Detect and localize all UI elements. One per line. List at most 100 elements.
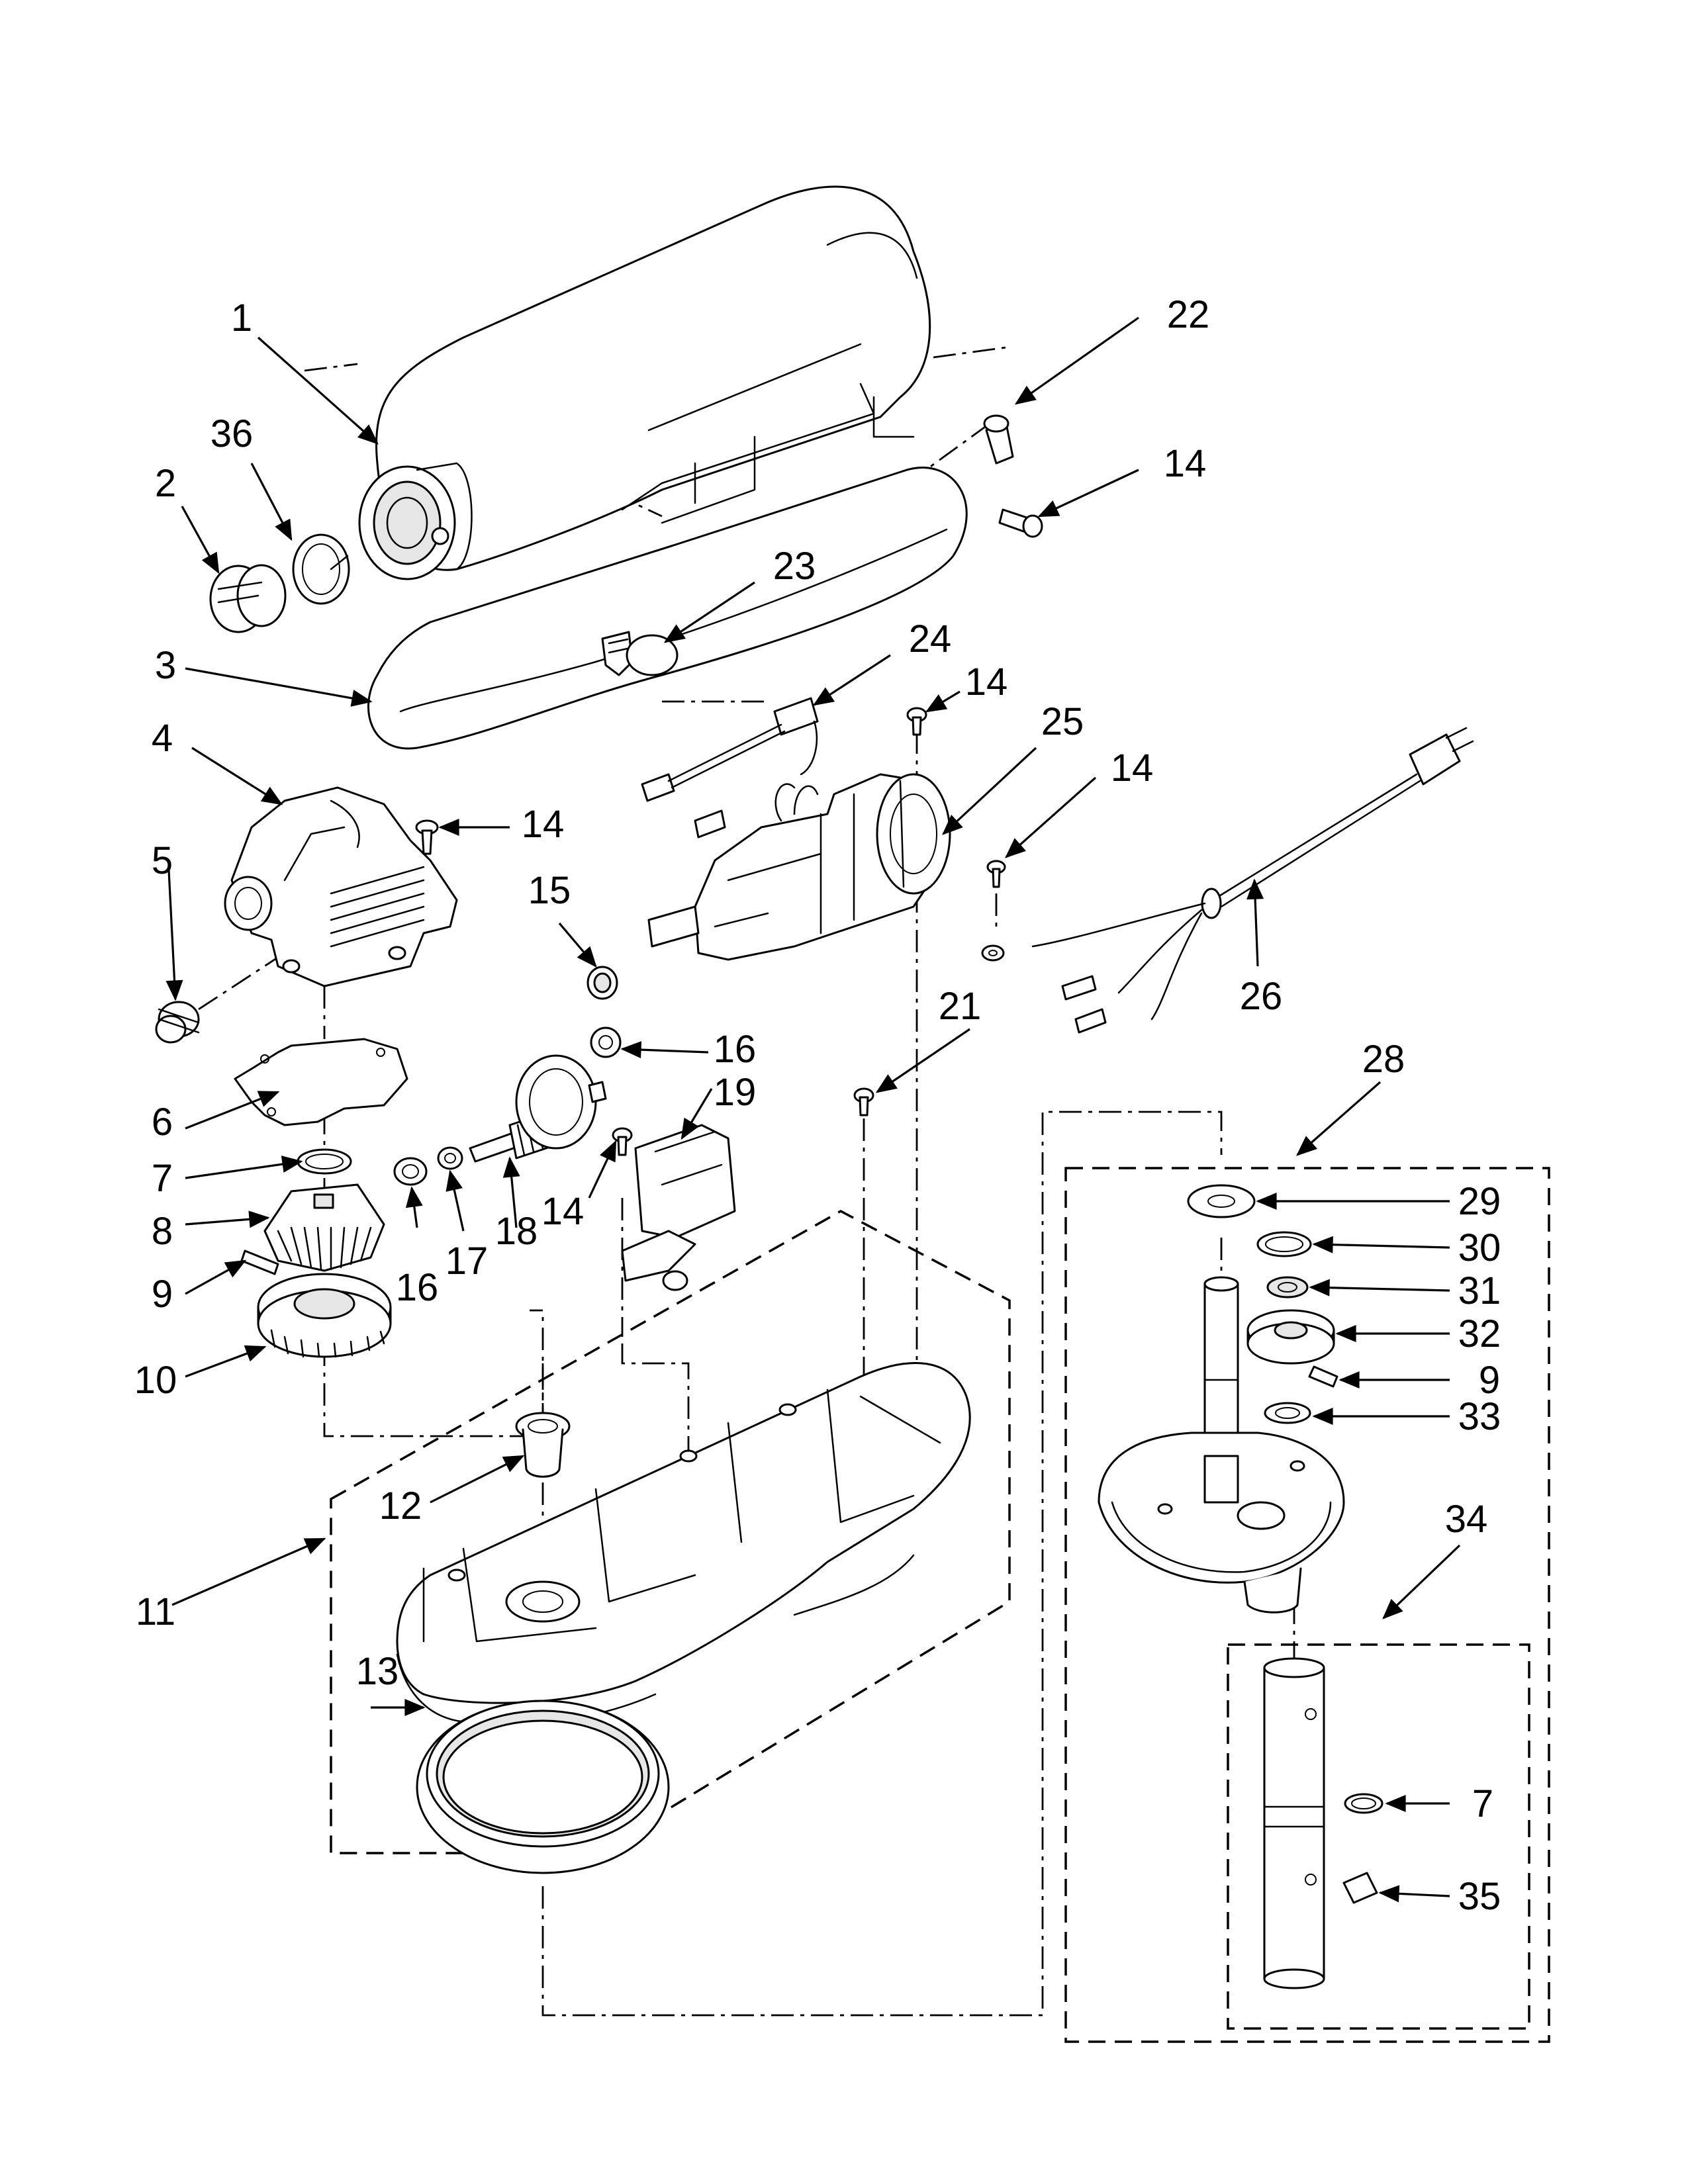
leader-10	[185, 1345, 267, 1378]
callout-19: 19	[714, 1071, 757, 1114]
callout-36: 36	[211, 412, 254, 455]
callout-28: 28	[1362, 1038, 1405, 1081]
leader-15	[558, 922, 597, 968]
callout-14-cord: 14	[1111, 747, 1154, 790]
leader-2	[181, 506, 220, 574]
leader-lines	[165, 316, 1461, 1903]
callout-7-right: 7	[1472, 1782, 1493, 1825]
leader-16-upper	[620, 1041, 709, 1059]
leader-26	[1246, 878, 1264, 967]
leader-11	[171, 1537, 326, 1606]
callout-3: 3	[155, 644, 176, 687]
bushing	[515, 1412, 571, 1478]
leader-18	[502, 1156, 520, 1228]
leader-5	[165, 870, 183, 1001]
leader-14-switch	[588, 1140, 617, 1199]
leader-25	[942, 747, 1037, 835]
worm-gear-small	[155, 1001, 200, 1044]
leader-8	[185, 1210, 270, 1228]
leader-21	[875, 1028, 970, 1093]
leader-30	[1312, 1236, 1450, 1253]
motor	[647, 773, 951, 961]
callout-11: 11	[136, 1590, 175, 1633]
callout-8: 8	[152, 1210, 173, 1253]
cap-and-ring	[209, 533, 350, 633]
gasket	[234, 1038, 408, 1126]
callout-16-lower: 16	[396, 1266, 439, 1309]
callout-4: 4	[152, 717, 173, 760]
leader-22	[1014, 316, 1139, 405]
callout-2: 2	[155, 462, 176, 505]
leader-9	[185, 1259, 247, 1295]
callout-13: 13	[356, 1650, 399, 1693]
leader-14-motor	[925, 690, 961, 713]
callout-22: 22	[1167, 293, 1210, 336]
callout-16-upper: 16	[714, 1028, 757, 1071]
locking-knob	[601, 631, 679, 676]
screw-housing	[415, 819, 439, 855]
leader-1	[257, 336, 379, 445]
power-cord	[981, 727, 1474, 1034]
bevel-gear	[263, 1183, 385, 1272]
callout-23: 23	[773, 545, 816, 588]
callout-35: 35	[1458, 1875, 1501, 1918]
wire-harness	[641, 697, 819, 802]
callout-26: 26	[1240, 975, 1283, 1018]
head-cover	[358, 185, 931, 580]
leader-35	[1378, 1885, 1450, 1903]
leader-28	[1296, 1081, 1382, 1156]
worm-shaft-group	[393, 1026, 874, 1291]
callout-10: 10	[134, 1359, 177, 1402]
leader-34	[1382, 1544, 1461, 1619]
callout-14-switch: 14	[541, 1190, 585, 1233]
callout-9-left: 9	[152, 1273, 173, 1316]
callout-31: 31	[1458, 1269, 1501, 1312]
leader-16-lower	[405, 1186, 423, 1228]
planetary-assembly	[1098, 1184, 1345, 1614]
callout-14-motor: 14	[965, 660, 1008, 704]
assembly-box-28	[1064, 1167, 1550, 2043]
callout-labels: 1 2 3 4 5 6 7 8 9 10 11 12 13 14 14 14 1…	[134, 293, 1501, 1918]
callout-7-left: 7	[152, 1157, 173, 1200]
assembly-box-34	[1227, 1643, 1530, 2030]
callout-9-right: 9	[1479, 1359, 1500, 1402]
callout-1: 1	[231, 296, 252, 340]
callout-29: 29	[1458, 1180, 1501, 1223]
leader-23	[663, 581, 755, 643]
screw-motor	[906, 707, 927, 736]
leader-17	[445, 1169, 465, 1232]
gear-case	[396, 1362, 971, 1725]
callout-32: 32	[1458, 1312, 1501, 1355]
callout-18: 18	[495, 1210, 538, 1253]
callout-30: 30	[1458, 1226, 1501, 1269]
ring-gear	[416, 1700, 670, 1874]
callout-15: 15	[528, 869, 571, 912]
pin	[240, 1250, 279, 1275]
callout-14-housing: 14	[522, 803, 565, 846]
leader-6	[185, 1091, 280, 1130]
callout-21: 21	[939, 985, 982, 1028]
leader-7	[185, 1156, 303, 1179]
leader-3	[185, 667, 373, 707]
leader-14-top	[1037, 469, 1139, 518]
callout-24: 24	[909, 617, 952, 660]
callout-17: 17	[445, 1240, 489, 1283]
callout-33: 33	[1458, 1395, 1501, 1438]
leader-24	[812, 654, 891, 706]
leader-14-cord	[1005, 776, 1097, 858]
leader-31	[1309, 1279, 1450, 1297]
callout-12: 12	[379, 1484, 422, 1527]
leader-12	[430, 1455, 525, 1504]
retaining-ring	[297, 1148, 352, 1175]
callout-6: 6	[152, 1101, 173, 1144]
bearing	[586, 966, 618, 1000]
leader-36	[250, 463, 293, 541]
callout-25: 25	[1041, 700, 1084, 743]
worm-follower-gear	[257, 1273, 392, 1358]
leader-19	[680, 1088, 713, 1140]
callout-14-top: 14	[1164, 442, 1207, 485]
callout-34: 34	[1445, 1498, 1488, 1541]
screws-top-right	[983, 414, 1043, 538]
